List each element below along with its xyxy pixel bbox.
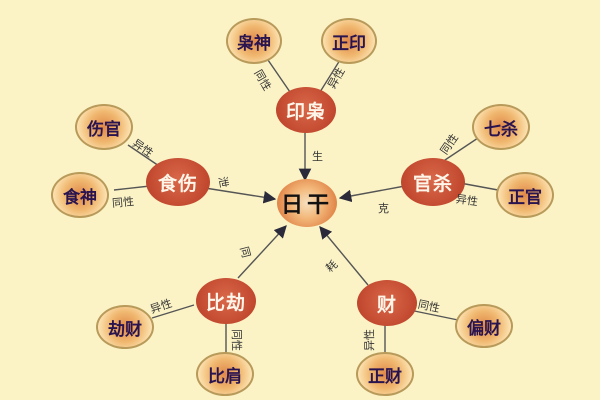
relation-label-ke: 克	[378, 202, 389, 215]
arrow-cai-to-center	[319, 226, 369, 286]
leaf-node-zhengguan: 正官	[496, 172, 554, 218]
relation-label-zhengcai: 异性	[363, 329, 376, 351]
leaf-node-zhengcai: 正财	[356, 352, 414, 396]
arrow-guansha-to-center	[338, 185, 406, 203]
leaf-node-qisha: 七杀	[472, 104, 530, 150]
leaf-node-piancai: 偏财	[455, 304, 513, 348]
hub-node-yinxiao: 印枭	[276, 87, 336, 133]
leaf-node-xiaoshen: 枭神	[226, 18, 282, 64]
leaf-node-shishen: 食神	[51, 172, 109, 218]
center-node-rigan: 日干	[277, 179, 337, 227]
relation-label-sheng: 生	[312, 150, 323, 163]
arrow-bijie-to-center	[237, 225, 287, 279]
leaf-node-shangguan: 伤官	[75, 104, 133, 150]
relation-label-zhengguan: 异性	[455, 192, 479, 209]
hub-node-cai: 财	[357, 280, 417, 326]
leaf-node-jiecai: 劫财	[96, 305, 154, 349]
hub-node-bijie: 比劫	[196, 278, 256, 324]
arrow-shishang-to-center	[204, 187, 277, 204]
hub-node-shishang: 食伤	[146, 158, 210, 206]
leaf-node-bijian: 比肩	[196, 352, 254, 396]
relation-label-bijian: 同性	[230, 329, 243, 351]
relation-label-shishen: 同性	[111, 195, 135, 210]
leaf-node-zhengyin: 正印	[321, 18, 377, 64]
hub-node-guansha: 官杀	[401, 158, 465, 206]
